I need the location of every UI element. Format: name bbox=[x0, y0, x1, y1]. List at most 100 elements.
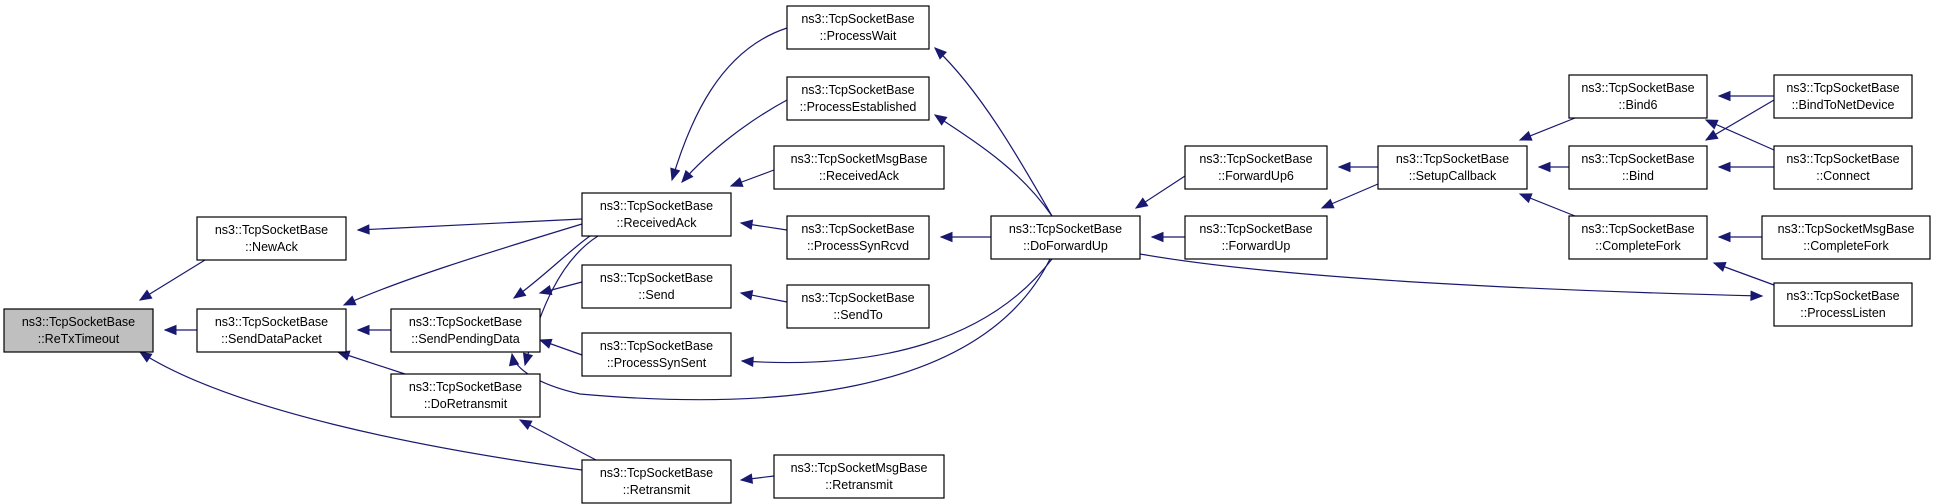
graph-node-senddatapacket[interactable]: ns3::TcpSocketBase::SendDataPacket bbox=[196, 308, 347, 353]
graph-node-bindtonetdevice[interactable]: ns3::TcpSocketBase::BindToNetDevice bbox=[1773, 74, 1913, 119]
graph-node-sendto[interactable]: ns3::TcpSocketBase::SendTo bbox=[786, 284, 930, 329]
node-method-label: ::ForwardUp6 bbox=[1218, 169, 1294, 183]
arrowhead-icon bbox=[1134, 197, 1149, 209]
graph-node-sendpendingdata[interactable]: ns3::TcpSocketBase::SendPendingData bbox=[390, 308, 541, 353]
call-edge-ForwardUp6-to-DoForwardUp bbox=[1134, 175, 1186, 209]
arrowhead-icon bbox=[1320, 198, 1335, 209]
node-method-label: ::CompleteFork bbox=[1803, 239, 1889, 253]
graph-node-processestablished[interactable]: ns3::TcpSocketBase::ProcessEstablished bbox=[786, 76, 930, 121]
node-method-label: ::Bind6 bbox=[1619, 98, 1658, 112]
graph-node-forwardup6[interactable]: ns3::TcpSocketBase::ForwardUp6 bbox=[1184, 145, 1328, 190]
arrowhead-icon bbox=[163, 324, 177, 336]
node-method-label: ::SetupCallback bbox=[1409, 169, 1497, 183]
node-method-label: ::NewAck bbox=[245, 240, 299, 254]
node-box bbox=[1568, 215, 1708, 260]
call-edge-Retransmit-to-DoRetransmit bbox=[518, 419, 597, 461]
graph-node-completefork[interactable]: ns3::TcpSocketBase::CompleteFork bbox=[1568, 215, 1708, 260]
graph-node-send[interactable]: ns3::TcpSocketBase::Send bbox=[581, 264, 732, 309]
arrowhead-icon bbox=[342, 295, 357, 306]
node-namespace-label: ns3::TcpSocketBase bbox=[1581, 222, 1694, 236]
node-method-label: ::Send bbox=[638, 288, 674, 302]
graph-node-forwardup[interactable]: ns3::TcpSocketBase::ForwardUp bbox=[1184, 215, 1328, 260]
call-edge-ReceivedAck-to-SendDataPacket bbox=[342, 223, 583, 306]
graph-node-processwait[interactable]: ns3::TcpSocketBase::ProcessWait bbox=[786, 5, 930, 50]
arrowhead-icon bbox=[1150, 231, 1164, 243]
graph-node-msgreceivedack[interactable]: ns3::TcpSocketMsgBase::ReceivedAck bbox=[773, 145, 945, 190]
node-method-label: ::SendTo bbox=[833, 308, 882, 322]
call-edge-SetupCallback-to-ForwardUp6 bbox=[1337, 161, 1378, 173]
graph-node-receivedack[interactable]: ns3::TcpSocketBase::ReceivedAck bbox=[581, 192, 732, 237]
arrowhead-icon bbox=[1704, 119, 1719, 130]
graph-node-retransmit[interactable]: ns3::TcpSocketBase::Retransmit bbox=[581, 459, 732, 504]
node-namespace-label: ns3::TcpSocketBase bbox=[600, 339, 713, 353]
call-edge-DoForwardUp-to-ProcessEstablished bbox=[933, 114, 1053, 217]
node-box bbox=[390, 373, 541, 418]
call-edge-ProcessListen-to-CompleteFork bbox=[1712, 262, 1775, 286]
node-namespace-label: ns3::TcpSocketMsgBase bbox=[791, 152, 928, 166]
node-method-label: ::ForwardUp bbox=[1222, 239, 1291, 253]
node-box bbox=[1773, 282, 1913, 327]
node-namespace-label: ns3::TcpSocketBase bbox=[801, 83, 914, 97]
node-namespace-label: ns3::TcpSocketBase bbox=[1581, 81, 1694, 95]
graph-node-setupcallback[interactable]: ns3::TcpSocketBase::SetupCallback bbox=[1377, 145, 1528, 190]
arrowhead-icon bbox=[538, 338, 553, 349]
node-namespace-label: ns3::TcpSocketBase bbox=[1396, 152, 1509, 166]
node-namespace-label: ns3::TcpSocketBase bbox=[1009, 222, 1122, 236]
node-method-label: ::ReceivedAck bbox=[819, 169, 900, 183]
node-namespace-label: ns3::TcpSocketMsgBase bbox=[1778, 222, 1915, 236]
graph-node-msgcompletefork[interactable]: ns3::TcpSocketMsgBase::CompleteFork bbox=[1761, 215, 1931, 260]
arrowhead-icon bbox=[939, 231, 953, 243]
arrowhead-icon bbox=[739, 219, 754, 230]
arrowhead-icon bbox=[1712, 262, 1727, 272]
graph-node-bind[interactable]: ns3::TcpSocketBase::Bind bbox=[1568, 145, 1708, 190]
node-box bbox=[1184, 215, 1328, 260]
call-edge-SendTo-to-Send bbox=[739, 290, 788, 303]
call-edge-MsgCompleteFork-to-CompleteFork bbox=[1717, 231, 1762, 243]
node-box bbox=[1773, 145, 1913, 190]
arrowhead-icon bbox=[729, 177, 744, 187]
node-box bbox=[1184, 145, 1328, 190]
graph-node-msgretransmit[interactable]: ns3::TcpSocketMsgBase::Retransmit bbox=[773, 454, 945, 499]
graph-node-processsynrcvd[interactable]: ns3::TcpSocketBase::ProcessSynRcvd bbox=[786, 215, 930, 260]
graph-node-bind6[interactable]: ns3::TcpSocketBase::Bind6 bbox=[1568, 74, 1708, 119]
graph-node-processsynsent[interactable]: ns3::TcpSocketBase::ProcessSynSent bbox=[581, 332, 732, 377]
call-edge-Bind-to-SetupCallback bbox=[1537, 161, 1569, 173]
call-edge-DoRetransmit-to-SendDataPacket bbox=[336, 350, 406, 375]
node-namespace-label: ns3::TcpSocketBase bbox=[600, 466, 713, 480]
node-method-label: ::DoForwardUp bbox=[1023, 239, 1108, 253]
node-method-label: ::ProcessSynSent bbox=[607, 356, 707, 370]
call-edge-Connect-to-Bind bbox=[1717, 161, 1774, 173]
call-graph-edges bbox=[138, 27, 1775, 484]
arrowhead-icon bbox=[522, 352, 534, 367]
graph-node-processlisten[interactable]: ns3::TcpSocketBase::ProcessListen bbox=[1773, 282, 1913, 327]
call-edge-ReceivedAck-to-NewAck bbox=[356, 218, 583, 235]
node-box bbox=[786, 76, 930, 121]
node-namespace-label: ns3::TcpSocketBase bbox=[1581, 152, 1694, 166]
node-method-label: ::Connect bbox=[1816, 169, 1870, 183]
call-edge-DoForwardUp-to-ProcessListen bbox=[1139, 253, 1764, 301]
arrowhead-icon bbox=[138, 289, 153, 301]
graph-node-connect[interactable]: ns3::TcpSocketBase::Connect bbox=[1773, 145, 1913, 190]
call-edge-Bind6-to-SetupCallback bbox=[1518, 117, 1576, 141]
node-box bbox=[786, 284, 930, 329]
node-box bbox=[3, 308, 154, 353]
graph-node-doforwardup[interactable]: ns3::TcpSocketBase::DoForwardUp bbox=[990, 215, 1141, 260]
node-box bbox=[990, 215, 1141, 260]
node-box bbox=[196, 308, 347, 353]
arrowhead-icon bbox=[1537, 161, 1551, 173]
arrowhead-icon bbox=[1750, 290, 1764, 301]
arrowhead-icon bbox=[518, 419, 533, 430]
node-box bbox=[1761, 215, 1931, 260]
graph-node-newack[interactable]: ns3::TcpSocketBase::NewAck bbox=[196, 216, 347, 261]
arrowhead-icon bbox=[356, 224, 370, 235]
call-edge-CompleteFork-to-SetupCallback bbox=[1518, 193, 1576, 217]
node-box bbox=[1568, 74, 1708, 119]
node-namespace-label: ns3::TcpSocketBase bbox=[215, 315, 328, 329]
node-namespace-label: ns3::TcpSocketBase bbox=[1199, 222, 1312, 236]
call-edge-ProcessSynRcvd-to-ReceivedAck bbox=[739, 219, 788, 231]
node-method-label: ::ProcessSynRcvd bbox=[807, 239, 909, 253]
arrowhead-icon bbox=[1518, 130, 1533, 141]
arrowhead-icon bbox=[1717, 161, 1731, 173]
node-namespace-label: ns3::TcpSocketMsgBase bbox=[791, 461, 928, 475]
graph-node-doretransmit[interactable]: ns3::TcpSocketBase::DoRetransmit bbox=[390, 373, 541, 418]
